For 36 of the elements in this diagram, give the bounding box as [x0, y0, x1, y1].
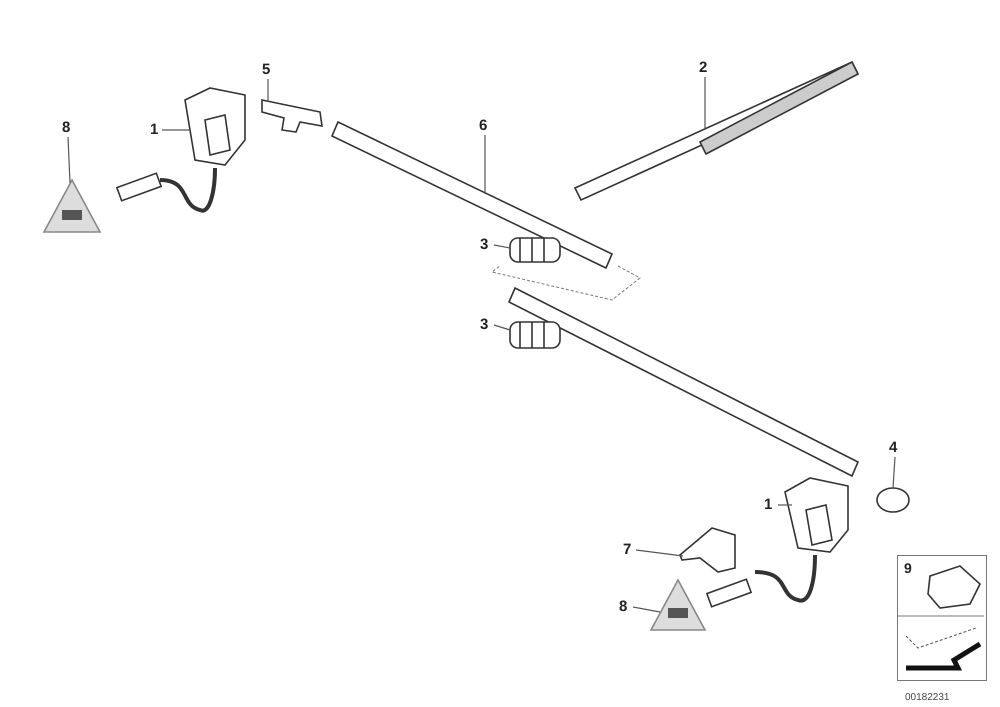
clip-drawing — [509, 237, 561, 263]
leader-line — [67, 136, 71, 184]
clip-drawing — [509, 321, 561, 349]
washer-nozzle-drawing — [184, 87, 246, 166]
callout-number: 8 — [62, 120, 70, 136]
warning-label-drawing — [42, 178, 102, 233]
hose-drawing — [330, 120, 614, 270]
leader-line — [778, 504, 792, 506]
leader-line — [267, 79, 269, 102]
leader-line — [494, 324, 510, 331]
callout-number: 3 — [480, 237, 488, 253]
callout-number: 2 — [699, 60, 708, 76]
callout-number: 7 — [623, 542, 632, 558]
leader-line — [704, 77, 706, 130]
callout-number: 8 — [619, 599, 628, 615]
drawing-number: 00182231 — [905, 692, 950, 703]
protective-sleeve-drawing — [574, 60, 860, 202]
leader-line — [494, 244, 510, 249]
end-cap-drawing — [876, 487, 910, 513]
leader-line — [892, 456, 896, 488]
callout-number: 6 — [479, 118, 488, 134]
callout-number: 4 — [889, 440, 898, 456]
callout-number: 1 — [150, 122, 158, 138]
callout-number: 3 — [480, 317, 488, 333]
washer-nozzle-drawing — [784, 477, 849, 553]
callout-number: 1 — [764, 497, 772, 513]
callout-number: 5 — [262, 62, 270, 78]
leader-line — [636, 549, 684, 557]
bracket-drawing — [679, 527, 736, 573]
hose-connector-drawing — [261, 99, 323, 133]
leader-line — [632, 606, 660, 613]
leader-line — [484, 135, 486, 194]
warning-label-drawing — [650, 578, 706, 631]
callout-number: 9 — [904, 560, 912, 576]
leader-line — [162, 129, 190, 131]
inset-panel — [897, 555, 987, 681]
